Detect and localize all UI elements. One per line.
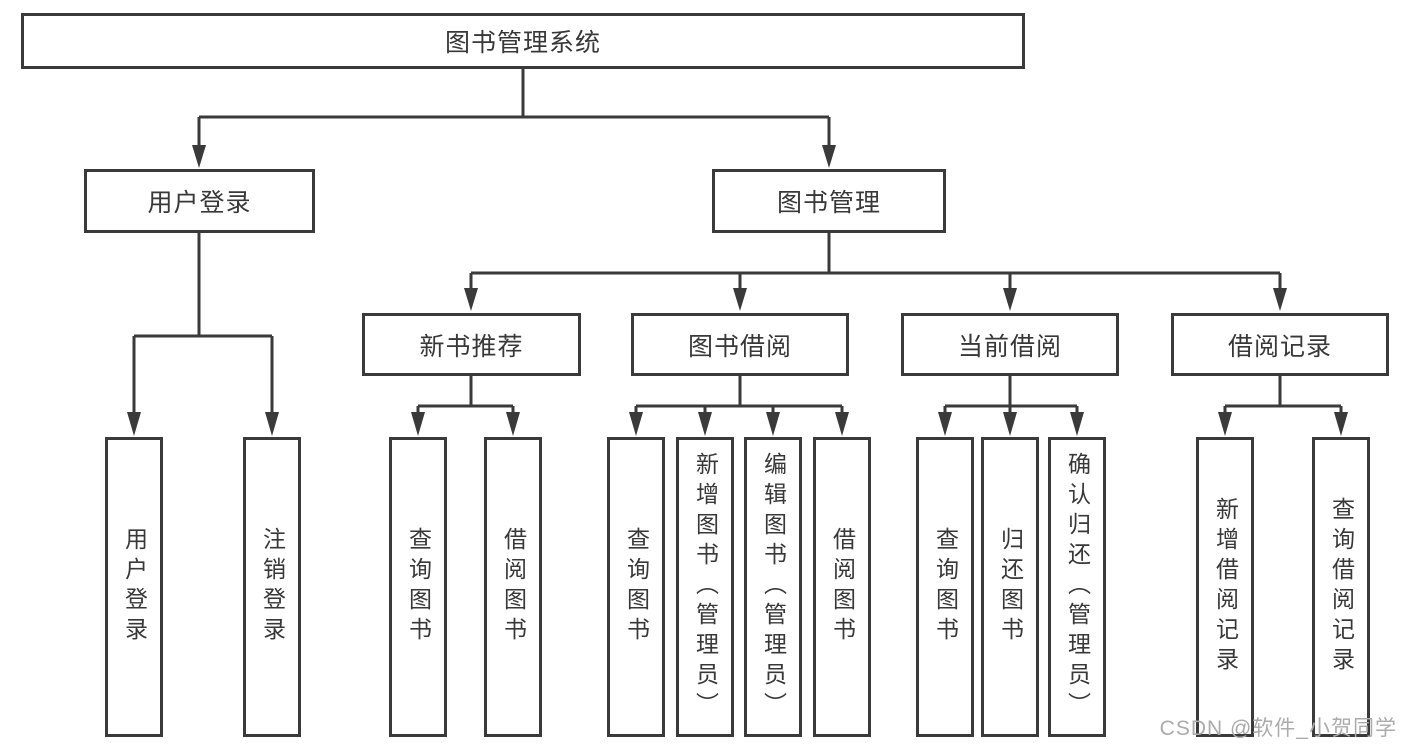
connector-borrow-records-children — [1218, 375, 1348, 436]
leaf-edit-book-admin: 编辑图书（管理员） — [744, 437, 802, 737]
leaf-user-login: 用户登录 — [105, 437, 163, 737]
leaf-add-book-admin: 新增图书（管理员） — [676, 437, 734, 737]
leaf-query-books-recommend: 查询图书 — [389, 437, 447, 737]
connector-root-to-level2 — [192, 68, 836, 168]
connector-current-borrow-children — [938, 375, 1084, 436]
leaf-query-borrow-record: 查询借阅记录 — [1312, 437, 1370, 737]
connector-book-borrow-children — [629, 375, 849, 436]
node-new-book-recommend: 新书推荐 — [362, 313, 581, 376]
node-book-management: 图书管理 — [712, 169, 946, 233]
node-book-borrow: 图书借阅 — [631, 313, 849, 376]
leaf-return-books: 归还图书 — [981, 437, 1039, 737]
node-current-borrow: 当前借阅 — [901, 313, 1119, 376]
watermark-text: CSDN @软件_小贺同学 — [1159, 717, 1397, 740]
node-root: 图书管理系统 — [21, 13, 1025, 69]
leaf-query-books-current: 查询图书 — [916, 437, 974, 737]
connector-user-login-children — [127, 232, 279, 436]
leaf-logout-login: 注销登录 — [243, 437, 301, 737]
node-borrow-records: 借阅记录 — [1171, 313, 1389, 376]
leaf-borrow-books-borrow: 借阅图书 — [813, 437, 871, 737]
leaf-add-borrow-record: 新增借阅记录 — [1196, 437, 1254, 737]
leaf-confirm-return-admin: 确认归还（管理员） — [1048, 437, 1106, 737]
connector-new-book-children — [411, 375, 520, 436]
connector-book-management-to-level3 — [464, 232, 1287, 311]
leaf-query-books-borrow: 查询图书 — [607, 437, 665, 737]
node-user-login: 用户登录 — [84, 169, 315, 233]
leaf-borrow-books-recommend: 借阅图书 — [484, 437, 542, 737]
